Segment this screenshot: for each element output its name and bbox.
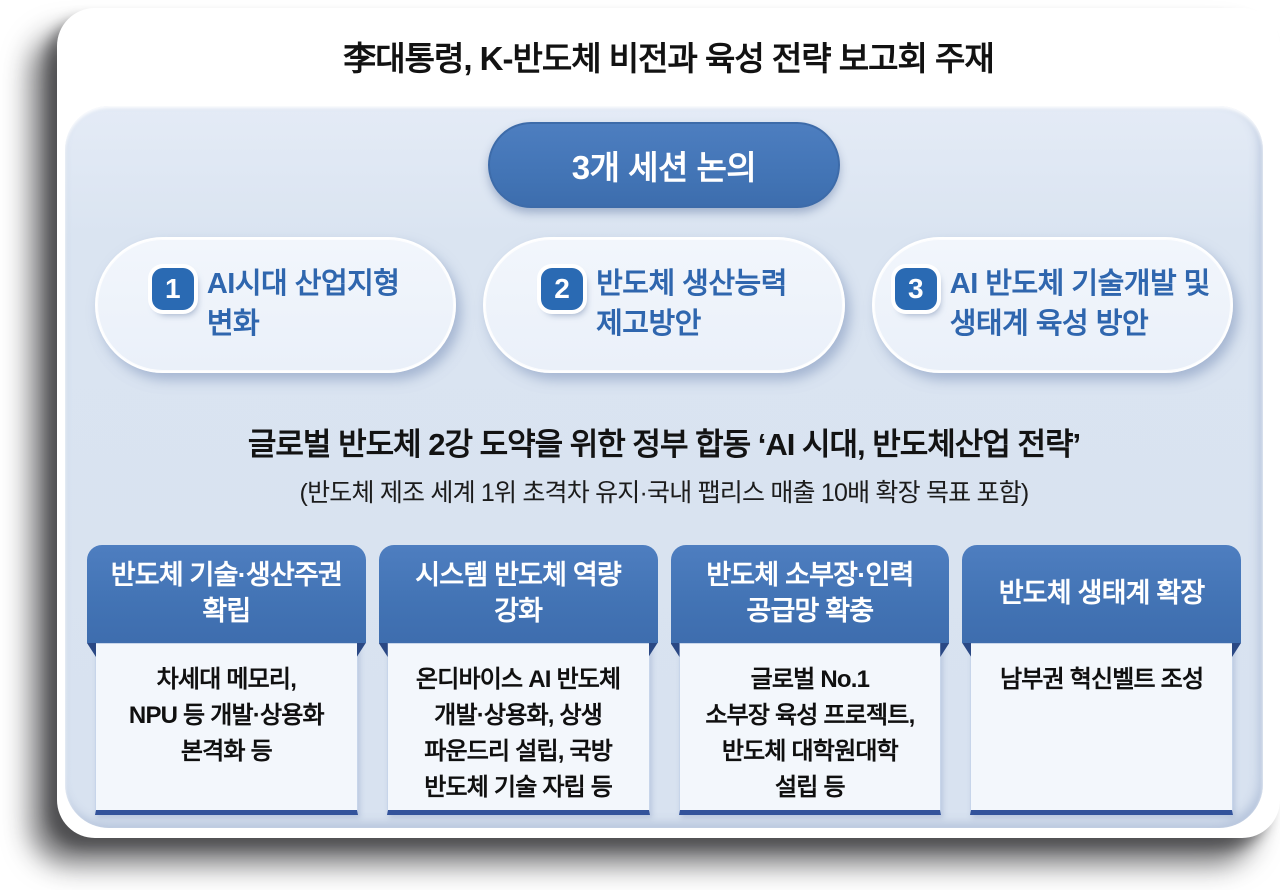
- page-title: 李대통령, K-반도체 비전과 육성 전략 보고회 주재: [343, 40, 994, 77]
- pillar-header-supply-chain: 반도체 소부장·인력 공급망 확충: [670, 545, 950, 643]
- pillar-header-sovereignty: 반도체 기술·생산주권 확립: [87, 545, 366, 643]
- pillar-body-supply-chain: 글로벌 No.1 소부장 육성 프로젝트, 반도체 대학원대학 설립 등: [678, 643, 942, 815]
- strategy-subline: (반도체 제조 세계 1위 초격차 유지·국내 팹리스 매출 10배 확장 목표…: [299, 479, 1030, 507]
- session-pill-3: 3 AI 반도체 기술개발 및 생태계 육성 방안: [871, 237, 1233, 373]
- session-2-number-badge: 2: [541, 268, 584, 311]
- pillar-column-sovereignty: 반도체 기술·생산주권 확립 차세대 메모리, NPU 등 개발·상용화 본격화…: [87, 537, 366, 815]
- sessions-row: 1 AI시대 산업지형 변화 2 반도체 생산능력 제고방안 3 AI 반도체 …: [95, 237, 1233, 373]
- content-panel: 3개 세션 논의 1 AI시대 산업지형 변화 2 반도체 생산능력 제고방안 …: [65, 106, 1263, 828]
- pillar-column-ecosystem: 반도체 생태계 확장 남부권 혁신벨트 조성: [962, 537, 1241, 815]
- session-pill-3-content: 3 AI 반도체 기술개발 및 생태계 육성 방안: [894, 265, 1211, 344]
- session-pill-2: 2 반도체 생산능력 제고방안: [483, 237, 845, 373]
- pillar-body-sovereignty: 차세대 메모리, NPU 등 개발·상용화 본격화 등: [95, 643, 358, 815]
- pillar-column-system-chip: 시스템 반도체 역량 강화 온디바이스 AI 반도체 개발·상용화, 상생 파운…: [378, 537, 658, 815]
- session-pill-1: 1 AI시대 산업지형 변화: [95, 237, 457, 373]
- pillar-header-system-chip: 시스템 반도체 역량 강화: [378, 545, 658, 643]
- session-pill-2-content: 2 반도체 생산능력 제고방안: [541, 265, 787, 344]
- session-1-label: AI시대 산업지형 변화: [206, 268, 400, 340]
- strategy-section: 글로벌 반도체 2강 도약을 위한 정부 합동 ‘AI 시대, 반도체산업 전략…: [65, 419, 1263, 509]
- session-2-label: 반도체 생산능력 제고방안: [596, 268, 787, 340]
- session-pill-1-content: 1 AI시대 산업지형 변화: [151, 265, 400, 344]
- pillar-body-system-chip: 온디바이스 AI 반도체 개발·상용화, 상생 파운드리 설립, 국방 반도체 …: [386, 643, 650, 815]
- session-3-label: AI 반도체 기술개발 및 생태계 육성 방안: [949, 268, 1211, 340]
- pillar-header-ecosystem: 반도체 생태계 확장: [962, 545, 1241, 643]
- strategy-headline: 글로벌 반도체 2강 도약을 위한 정부 합동 ‘AI 시대, 반도체산업 전략…: [247, 427, 1081, 462]
- pillar-body-ecosystem: 남부권 혁신벨트 조성: [970, 643, 1233, 815]
- pillar-column-supply-chain: 반도체 소부장·인력 공급망 확충 글로벌 No.1 소부장 육성 프로젝트, …: [670, 537, 950, 815]
- session-1-number-badge: 1: [151, 268, 194, 311]
- infographic-card: 李대통령, K-반도체 비전과 육성 전략 보고회 주재 3개 세션 논의 1 …: [57, 8, 1280, 838]
- session-count-banner: 3개 세션 논의: [488, 122, 840, 208]
- session-3-number-badge: 3: [894, 268, 937, 311]
- pillars-row: 반도체 기술·생산주권 확립 차세대 메모리, NPU 등 개발·상용화 본격화…: [87, 537, 1241, 815]
